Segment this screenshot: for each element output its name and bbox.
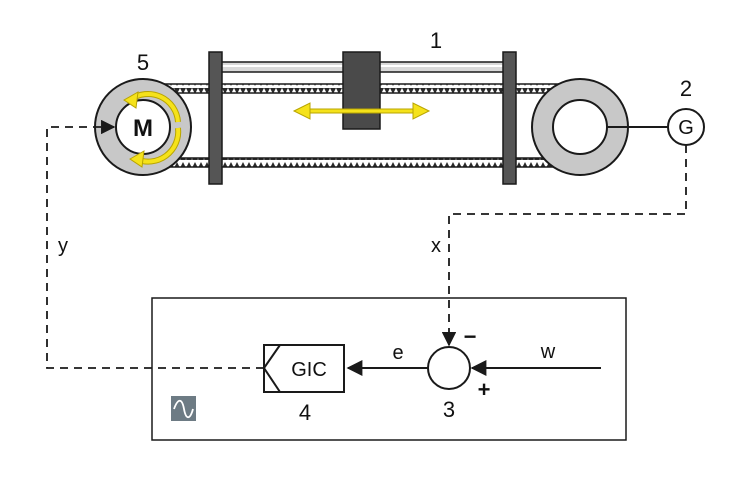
rotation-arrowhead-icon xyxy=(123,91,139,109)
motion-double-arrow-icon xyxy=(292,102,431,120)
minus-sign: − xyxy=(464,324,477,349)
encoder-label: G xyxy=(678,117,694,139)
sine-wave-icon xyxy=(171,396,196,421)
encoder: G xyxy=(667,108,705,146)
signal-x: x xyxy=(431,235,441,257)
end-plate-right xyxy=(502,51,517,185)
label-4: 4 xyxy=(299,400,311,425)
end-plate-left xyxy=(208,51,223,185)
control-line-y xyxy=(46,119,264,369)
signal-e: e xyxy=(392,342,403,364)
gic-controller-block: GIC xyxy=(262,344,345,393)
signal-y: y xyxy=(58,235,68,257)
carriage xyxy=(342,51,381,130)
label-5: 5 xyxy=(137,50,149,75)
gic-label: GIC xyxy=(291,359,327,381)
plus-sign: + xyxy=(478,377,491,402)
label-3: 3 xyxy=(443,397,455,422)
linear-axis xyxy=(208,51,517,185)
signal-w: w xyxy=(540,341,556,363)
label-2: 2 xyxy=(680,76,692,101)
label-1: 1 xyxy=(430,28,442,53)
feedback-line-x xyxy=(441,145,687,347)
motor-label: M xyxy=(133,115,153,142)
controller-frame xyxy=(151,297,627,441)
summing-junction xyxy=(427,346,471,390)
idler-pulley xyxy=(531,78,668,176)
